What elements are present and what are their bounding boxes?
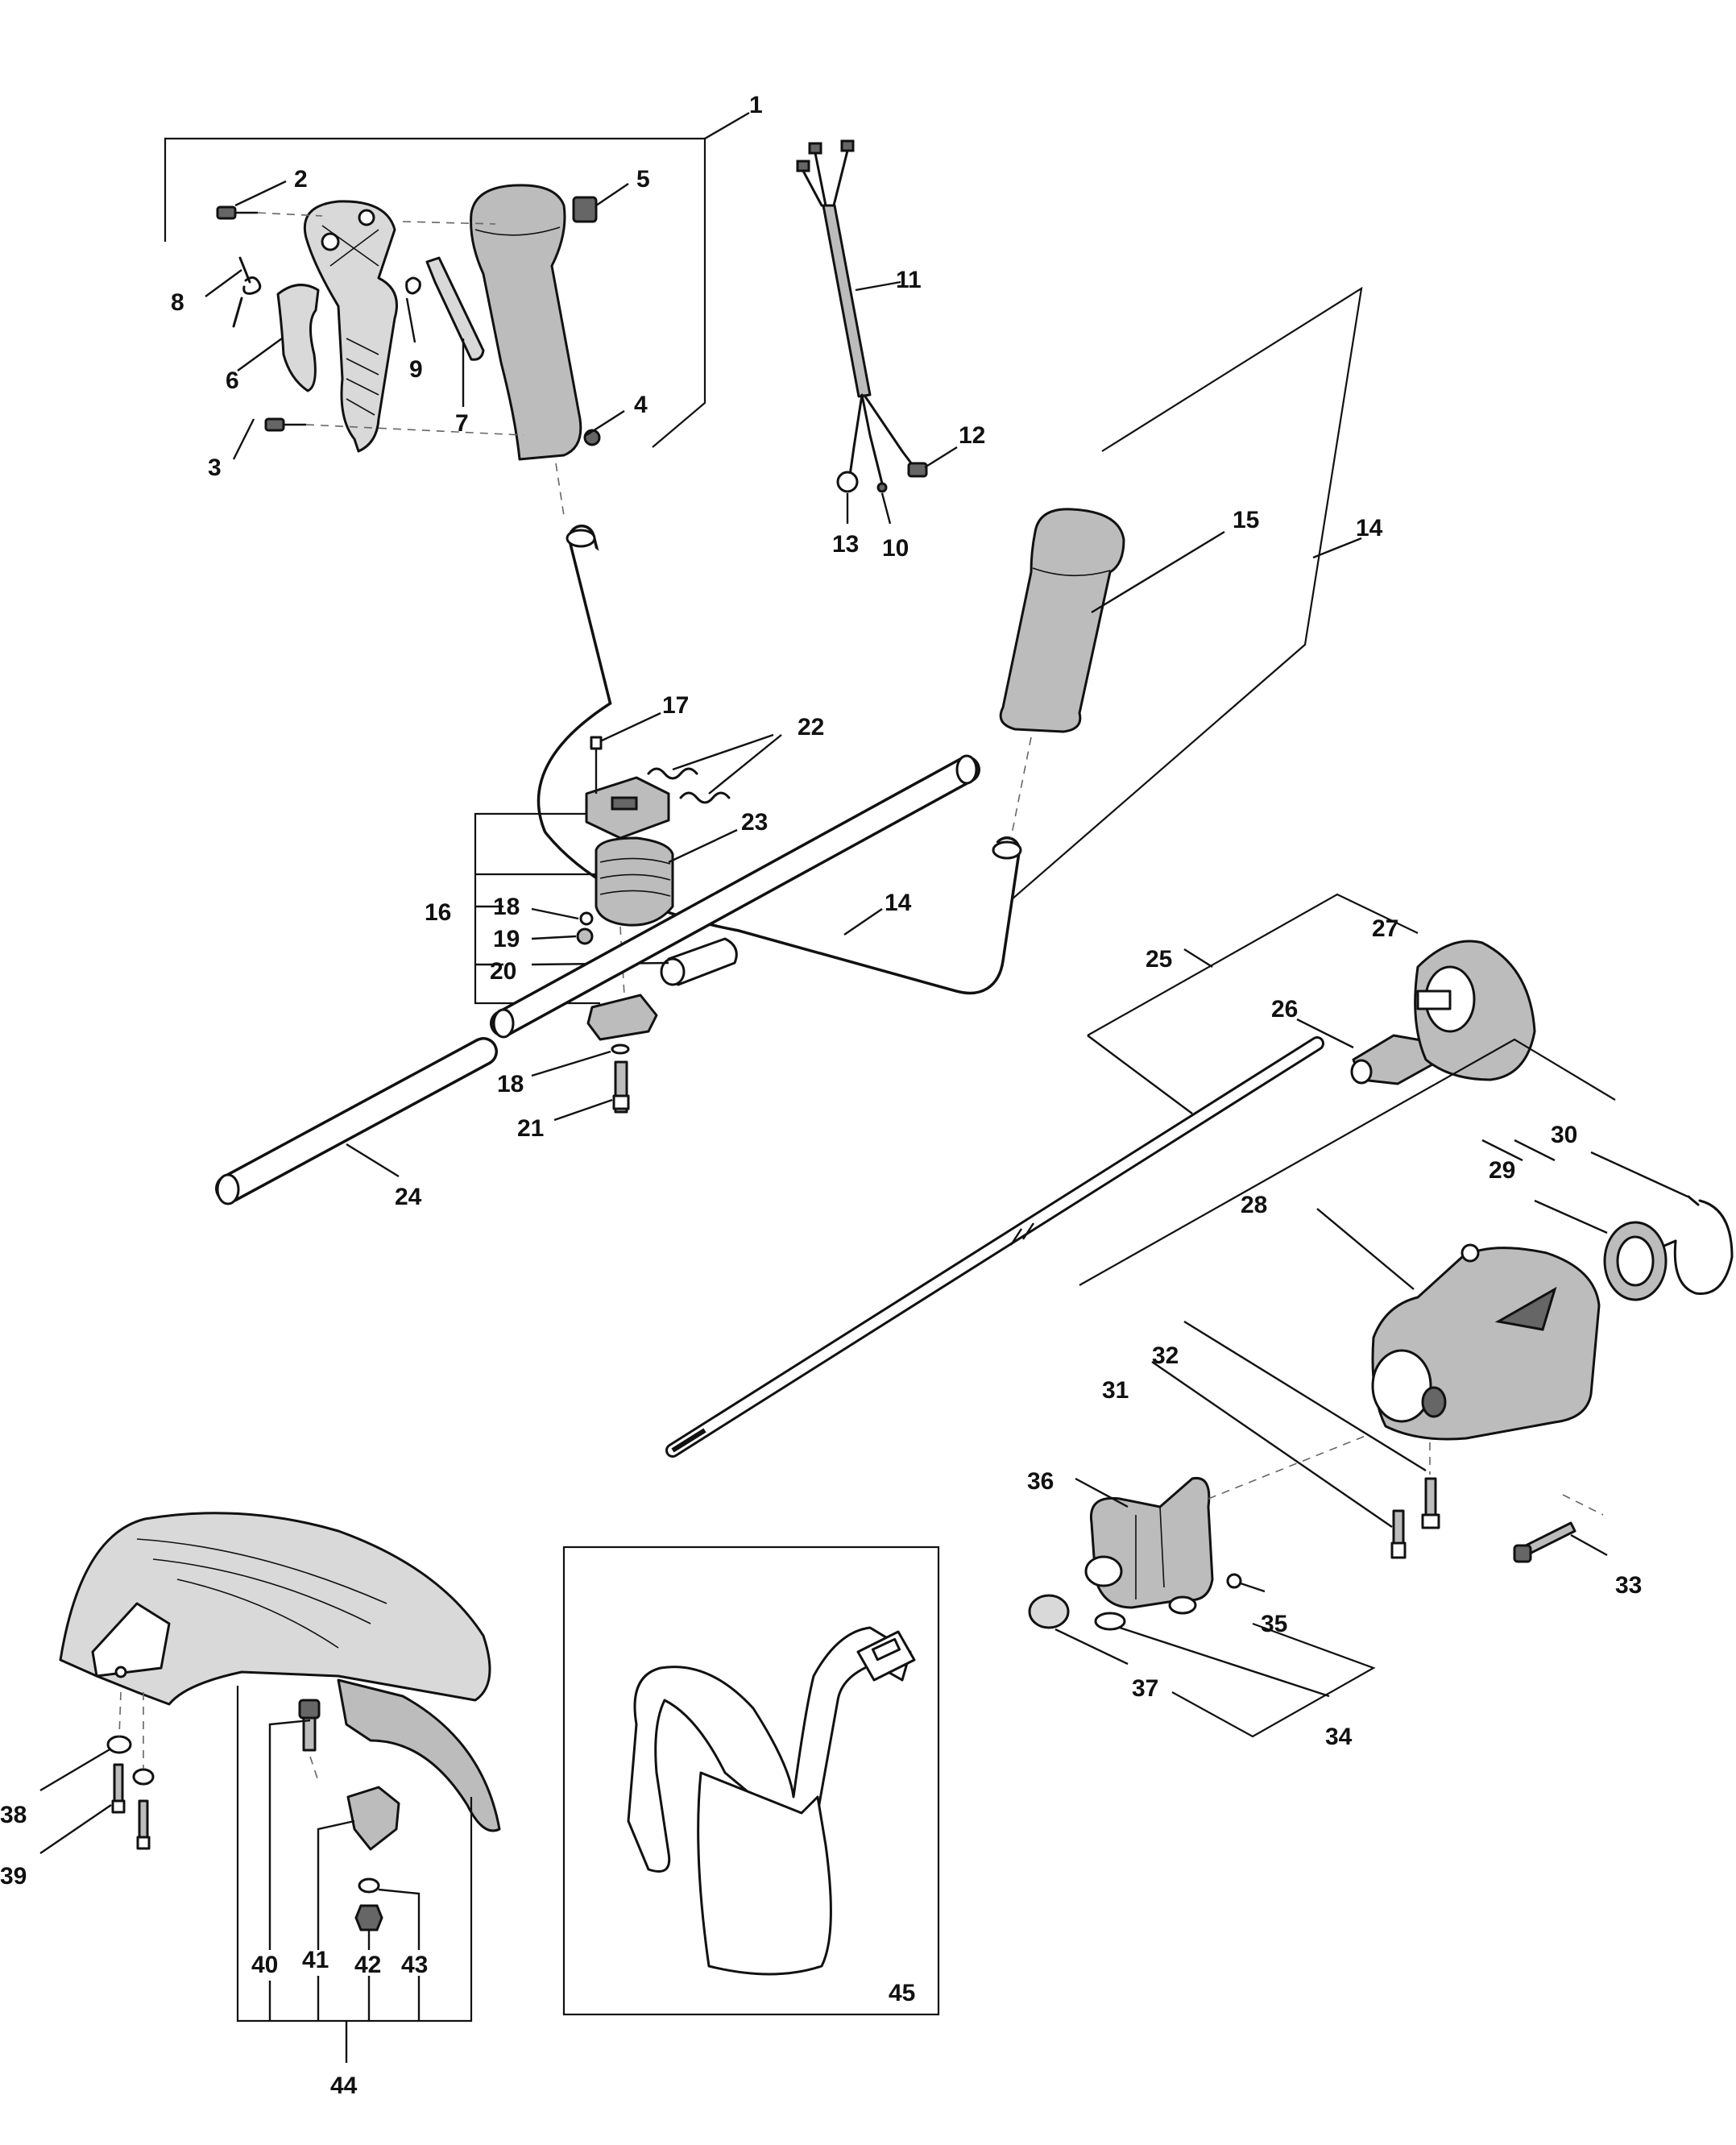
harness-sleeve [822, 204, 872, 398]
label-41: 41 [302, 1947, 329, 1973]
nut-42 [354, 1904, 383, 1931]
clamp-lower [586, 994, 658, 1041]
label-20: 20 [490, 958, 516, 985]
harness-strap [627, 1626, 912, 1873]
callout-labels: 1 2 3 4 5 6 7 8 9 10 11 12 13 14 14 15 1… [0, 92, 1642, 2099]
label-34: 34 [1325, 1724, 1353, 1750]
label-21: 21 [517, 1115, 544, 1142]
guard-bracket [346, 1786, 400, 1851]
label-45: 45 [889, 1980, 915, 2006]
washer-18 [579, 911, 594, 926]
label-3: 3 [208, 454, 222, 481]
label-16: 16 [425, 899, 451, 926]
handle-clamp-assembly [215, 712, 980, 1205]
label-1: 1 [749, 92, 763, 118]
blade-guard-assembly [39, 1512, 501, 2063]
lock-lever [425, 256, 485, 361]
label-24: 24 [395, 1184, 422, 1210]
switch-terminal [840, 139, 855, 152]
label-25: 25 [1146, 946, 1172, 973]
ring-terminal [836, 471, 859, 493]
label-8: 8 [171, 289, 184, 316]
label-13: 13 [832, 531, 859, 558]
switch-terminal [808, 142, 822, 155]
guard-extension [337, 1678, 501, 1832]
handle-grip-shell [470, 184, 582, 461]
throttle-handle-assembly [164, 111, 750, 517]
label-44: 44 [330, 2072, 358, 2099]
wiring-harness [796, 139, 958, 525]
label-35: 35 [1261, 1611, 1287, 1637]
label-36: 36 [1027, 1468, 1054, 1495]
label-43: 43 [401, 1952, 428, 1978]
screw-3 [264, 417, 285, 432]
label-30: 30 [1551, 1122, 1577, 1148]
label-32: 32 [1152, 1342, 1179, 1369]
label-15: 15 [1233, 507, 1259, 533]
washer-18-lower [611, 1043, 630, 1055]
label-37: 37 [1132, 1675, 1158, 1702]
label-27: 27 [1372, 915, 1398, 942]
label-10: 10 [882, 535, 909, 562]
label-31: 31 [1102, 1377, 1129, 1404]
screw-2 [216, 205, 237, 220]
label-39: 39 [0, 1863, 27, 1890]
label-5: 5 [636, 166, 650, 193]
label-2: 2 [294, 166, 308, 193]
handle-housing-half [303, 200, 398, 453]
label-29: 29 [1489, 1157, 1515, 1184]
label-14b: 14 [885, 890, 912, 916]
label-4: 4 [634, 392, 648, 418]
label-33: 33 [1615, 1572, 1642, 1599]
label-12: 12 [959, 422, 985, 449]
label-7: 7 [455, 410, 469, 437]
label-9: 9 [409, 356, 423, 383]
label-40: 40 [251, 1952, 278, 1978]
circlip [1673, 1199, 1734, 1295]
label-22: 22 [798, 714, 824, 741]
label-38: 38 [0, 1802, 27, 1828]
clamp-body [595, 836, 674, 927]
label-28: 28 [1241, 1192, 1267, 1218]
throttle-trigger [276, 284, 320, 392]
label-18a: 18 [493, 894, 520, 920]
label-23: 23 [741, 809, 768, 836]
cap-37 [1028, 1594, 1070, 1629]
label-14a: 14 [1356, 515, 1383, 541]
harness-connector [907, 462, 928, 478]
handle-grip-right [999, 508, 1225, 839]
label-18b: 18 [497, 1071, 524, 1097]
nut-19 [576, 927, 594, 945]
label-6: 6 [226, 367, 239, 394]
stop-switch [572, 196, 598, 223]
label-19: 19 [493, 926, 520, 952]
label-42: 42 [354, 1952, 381, 1978]
harness-pad [697, 1771, 832, 1976]
label-17: 17 [662, 692, 689, 719]
label-11: 11 [896, 267, 922, 293]
gearbox-assembly [1028, 1038, 1734, 1738]
label-26: 26 [1271, 996, 1298, 1023]
shoulder-harness [562, 1545, 940, 2016]
switch-terminal [796, 160, 810, 172]
